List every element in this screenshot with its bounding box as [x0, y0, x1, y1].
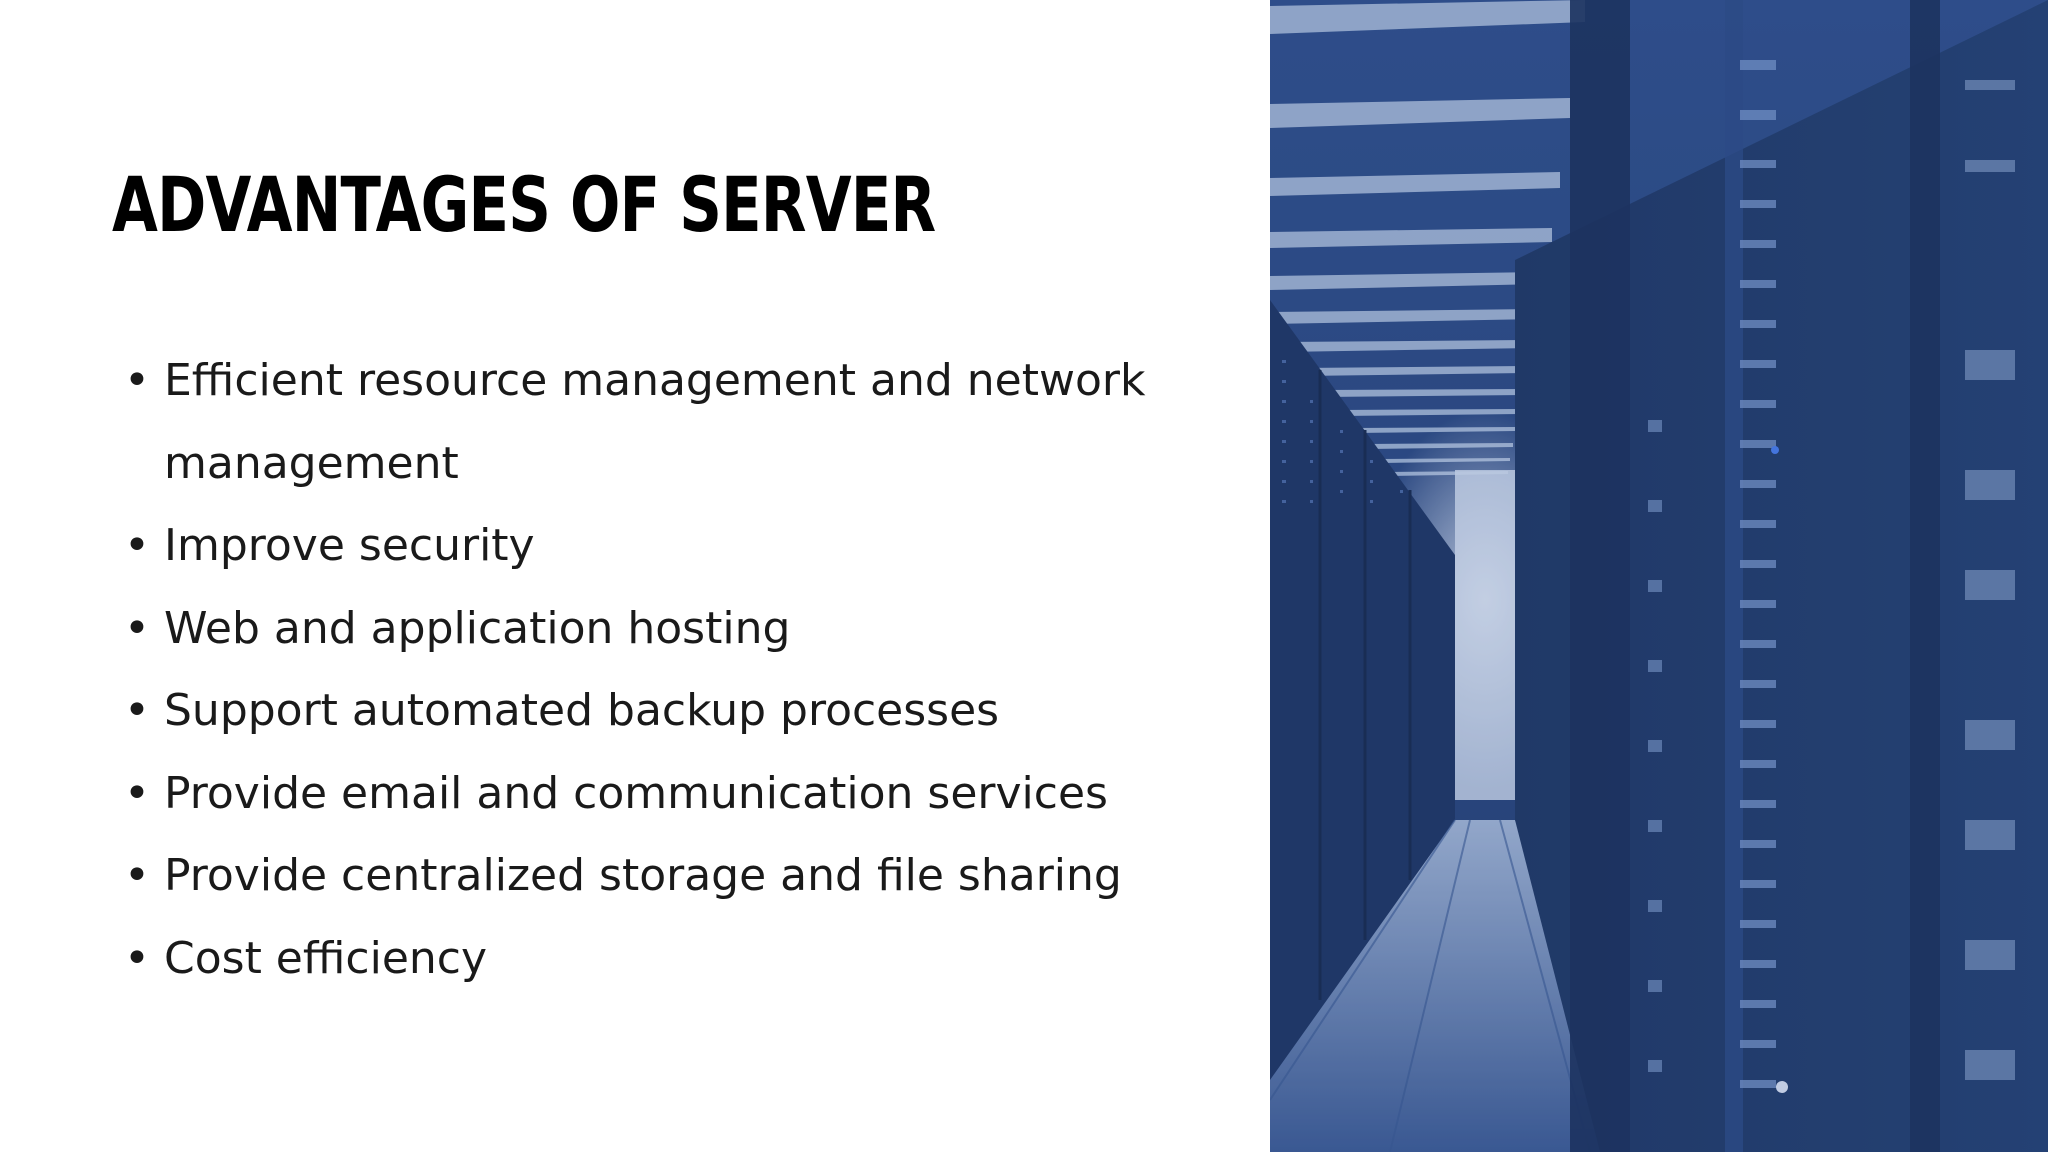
content-panel: Advantages of Server • Efficient resource…: [112, 160, 1244, 1000]
bullet-text: Provide centralized storage and file sha…: [164, 850, 1122, 901]
bullet-text: Improve security: [164, 520, 535, 571]
bullet-item: • Web and application hosting: [124, 588, 1244, 671]
bullet-icon: •: [124, 685, 150, 736]
slide-title: Advantages of Server: [112, 160, 936, 249]
bullet-text: Provide email and communication services: [164, 767, 1108, 819]
bullet-icon: •: [124, 602, 150, 654]
server-room-photo: [1270, 0, 2048, 1152]
bullet-item: • Provide centralized storage and file sh…: [124, 835, 1244, 918]
bullet-icon: •: [124, 767, 150, 819]
bullet-item: • Support automated backup processes: [124, 670, 1244, 753]
bullet-item: • Efficient resource management and netwo…: [124, 340, 1244, 505]
bullet-icon: •: [124, 850, 150, 901]
bullet-text: Efficient resource management and networ…: [164, 355, 1146, 489]
bullet-list: • Efficient resource management and netwo…: [124, 340, 1244, 1000]
bullet-icon: •: [124, 932, 150, 984]
bullet-item: • Provide email and communication service…: [124, 753, 1244, 836]
bullet-item: • Improve security: [124, 505, 1244, 588]
bullet-item: • Cost efficiency: [124, 918, 1244, 1001]
bullet-text: Web and application hosting: [164, 602, 791, 654]
bullet-icon: •: [124, 520, 150, 571]
bullet-text: Support automated backup processes: [164, 685, 1000, 736]
bullet-text: Cost efficiency: [164, 932, 488, 984]
bullet-icon: •: [124, 355, 150, 406]
